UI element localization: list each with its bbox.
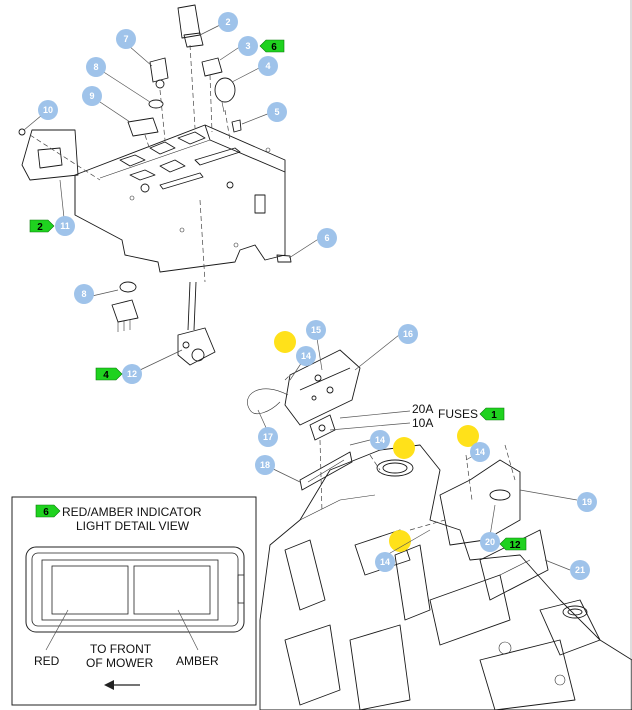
svg-text:16: 16 (403, 329, 413, 339)
highlight-markers (274, 331, 479, 552)
svg-text:2: 2 (37, 222, 43, 233)
switch-part-7 (149, 57, 169, 89)
mower-chassis (259, 444, 632, 710)
callout-14d[interactable]: 14 (375, 552, 395, 572)
callout-5[interactable]: 5 (267, 102, 287, 122)
svg-text:6: 6 (43, 507, 49, 518)
bracket-18 (299, 451, 353, 491)
svg-text:20: 20 (485, 537, 495, 547)
amp-label-10a: 10A (412, 416, 433, 430)
svg-text:4: 4 (103, 370, 109, 381)
svg-text:8: 8 (93, 62, 98, 72)
svg-text:14: 14 (375, 435, 385, 445)
fuses-label: FUSES (438, 407, 478, 421)
knob-part-4 (214, 77, 236, 113)
highlight-marker (393, 437, 415, 459)
red-leader (45, 609, 69, 651)
svg-text:4: 4 (265, 61, 270, 71)
svg-text:5: 5 (274, 107, 279, 117)
svg-text:12: 12 (127, 369, 137, 379)
fuse-bracket-16 (284, 349, 361, 441)
callout-4[interactable]: 4 (258, 56, 278, 76)
front-label-line2: OF MOWER (86, 656, 154, 670)
callout-14b[interactable]: 14 (370, 430, 390, 450)
tag-1[interactable]: 1 (479, 407, 505, 421)
svg-text:6: 6 (271, 42, 277, 53)
assembly-lines-upper (29, 44, 231, 283)
red-label: RED (34, 654, 60, 668)
svg-text:11: 11 (60, 221, 70, 231)
leader-lines (23, 23, 578, 571)
svg-text:19: 19 (582, 497, 592, 507)
wire-harness-17 (247, 388, 289, 414)
svg-text:14: 14 (475, 447, 485, 457)
svg-text:14: 14 (301, 351, 311, 361)
callout-3[interactable]: 3 (238, 36, 258, 56)
key-switch-12 (177, 281, 216, 366)
tag-12[interactable]: 12 (499, 537, 527, 551)
tag-6-top[interactable]: 6 (259, 39, 285, 53)
callout-14c[interactable]: 14 (470, 442, 490, 462)
callout-8[interactable]: 8 (86, 57, 106, 77)
assembly-lines-lower (284, 374, 516, 531)
indicator-light-drawing (25, 546, 245, 633)
highlight-marker (389, 530, 411, 552)
callout-11[interactable]: 11 (55, 216, 75, 236)
washer-part-8b (111, 281, 139, 332)
amp-label-20a: 20A (412, 402, 433, 416)
amber-label: AMBER (176, 654, 219, 668)
callout-9[interactable]: 9 (82, 86, 102, 106)
svg-text:6: 6 (324, 233, 329, 243)
callout-10[interactable]: 10 (38, 100, 58, 120)
amber-leader (177, 609, 199, 651)
callout-2[interactable]: 2 (218, 12, 238, 32)
highlight-marker (457, 425, 479, 447)
indicator-housing-11 (21, 129, 79, 181)
callout-16[interactable]: 16 (398, 324, 418, 344)
tag-4[interactable]: 4 (95, 367, 123, 381)
detail-view-box: 6 RED/AMBER INDICATOR LIGHT DETAIL VIEW … (11, 496, 257, 706)
svg-text:2: 2 (225, 17, 230, 27)
callout-18[interactable]: 18 (255, 455, 275, 475)
svg-text:17: 17 (263, 432, 273, 442)
screw-part-6 (276, 254, 292, 263)
svg-text:21: 21 (575, 565, 585, 575)
detail-title-line2: LIGHT DETAIL VIEW (76, 519, 190, 533)
svg-text:15: 15 (311, 325, 321, 335)
switch-part-2 (177, 4, 204, 48)
callout-12[interactable]: 12 (122, 364, 142, 384)
front-label-line1: TO FRONT (90, 642, 152, 656)
svg-text:9: 9 (89, 91, 94, 101)
panel-19 (439, 459, 521, 546)
highlight-marker (274, 331, 296, 353)
tag-2[interactable]: 2 (29, 219, 55, 233)
svg-text:14: 14 (380, 557, 390, 567)
switch-part-9 (127, 117, 159, 137)
svg-text:12: 12 (509, 540, 521, 551)
callout-20[interactable]: 20 (480, 532, 500, 552)
svg-text:1: 1 (491, 410, 497, 421)
switch-part-3 (201, 57, 223, 77)
screw-part-5 (231, 119, 242, 133)
callout-19[interactable]: 19 (577, 492, 597, 512)
callout-21[interactable]: 21 (570, 560, 590, 580)
callout-8b[interactable]: 8 (74, 284, 94, 304)
detail-title-line1: RED/AMBER INDICATOR (62, 505, 202, 519)
tag-6-detail[interactable]: 6 (35, 504, 61, 518)
svg-text:3: 3 (245, 41, 250, 51)
screw-part-10 (18, 128, 26, 136)
callout-6[interactable]: 6 (317, 228, 337, 248)
callout-14a[interactable]: 14 (296, 346, 316, 366)
washer-part-8 (148, 99, 164, 109)
callout-7[interactable]: 7 (116, 29, 136, 49)
svg-text:7: 7 (123, 34, 128, 44)
left-arrow-icon (104, 680, 140, 690)
svg-text:10: 10 (43, 105, 53, 115)
svg-text:8: 8 (81, 289, 86, 299)
callout-15[interactable]: 15 (306, 320, 326, 340)
callout-17[interactable]: 17 (258, 427, 278, 447)
svg-text:18: 18 (260, 460, 270, 470)
control-panel-plate (74, 124, 286, 273)
